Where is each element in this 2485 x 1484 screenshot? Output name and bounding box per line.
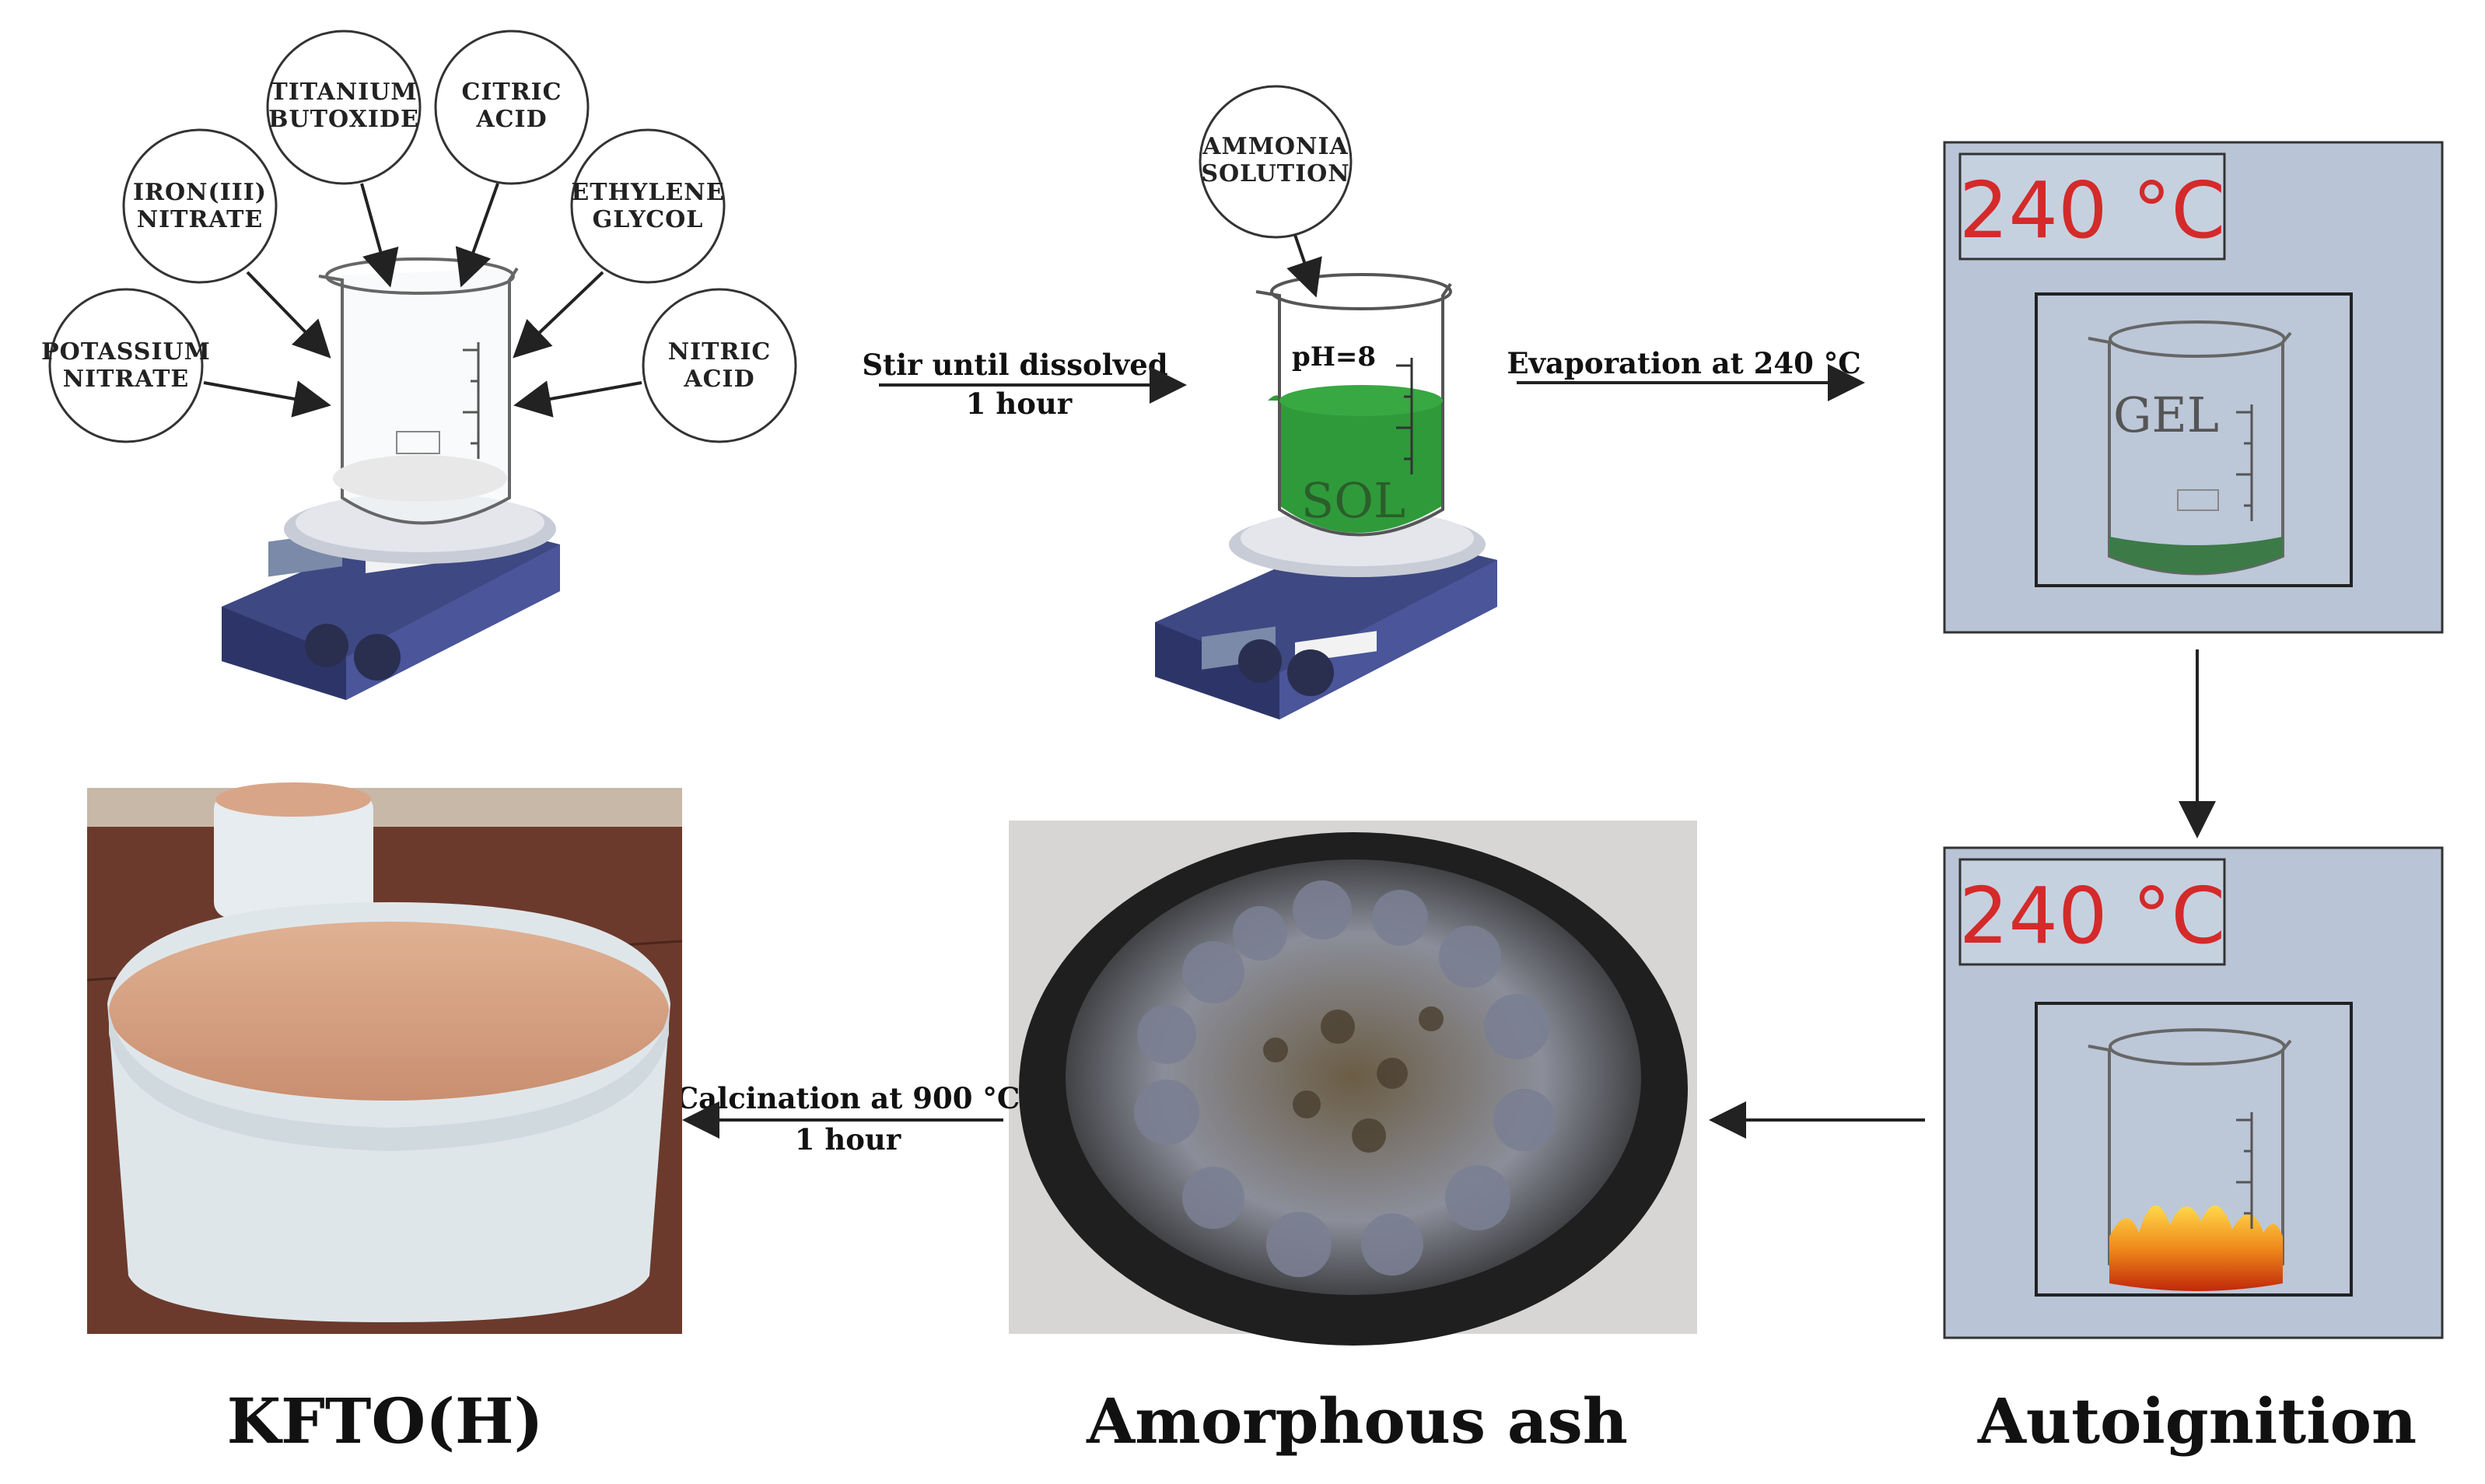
svg-text:1 hour: 1 hour (966, 387, 1073, 421)
svg-text:Calcination at 900 °C: Calcination at 900 °C (676, 1081, 1020, 1115)
svg-text:ETHYLENE: ETHYLENE (571, 179, 724, 206)
svg-text:NITRATE: NITRATE (63, 366, 190, 393)
reagent-arrows (203, 183, 642, 418)
flame (2109, 1205, 2283, 1291)
hotplate-stirrer-1 (222, 493, 560, 700)
oven-panel-gel: 240 °C GEL (1943, 141, 2444, 634)
step-stir: Stir until dissolved 1 hour (862, 348, 1187, 421)
svg-text:BUTOXIDE: BUTOXIDE (268, 106, 419, 133)
svg-text:SOLUTION: SOLUTION (1201, 160, 1349, 187)
step-calcination: Calcination at 900 °C 1 hour (676, 1081, 1020, 1157)
reagent-iron-nitrate: IRON(III) NITRATE (122, 128, 278, 284)
caption-autoignition: Autoignition (1977, 1384, 2417, 1458)
svg-text:SOL: SOL (1301, 472, 1405, 529)
svg-text:TITANIUM: TITANIUM (270, 79, 417, 106)
reagent-titanium-butoxide: TITANIUM BUTOXIDE (266, 30, 422, 185)
svg-text:ACID: ACID (475, 106, 547, 133)
step-evaporation: Evaporation at 240 °C (1507, 346, 1865, 401)
oven-panel-autoignition: 240 °C (1943, 846, 2444, 1339)
reagent-ammonia-solution: AMMONIA SOLUTION (1199, 85, 1353, 298)
svg-text:IRON(III): IRON(III) (133, 179, 267, 206)
svg-text:GEL: GEL (2113, 387, 2219, 443)
reagent-ethylene-glycol: ETHYLENE GLYCOL (570, 128, 726, 284)
svg-text:1 hour: 1 hour (795, 1122, 901, 1157)
svg-text:240 °C: 240 °C (1959, 870, 2225, 961)
svg-text:NITRATE: NITRATE (137, 206, 264, 233)
svg-text:GLYCOL: GLYCOL (593, 206, 704, 233)
hotplate-stirrer-2 (1155, 510, 1497, 719)
reagent-potassium-nitrate: POTASSIUM NITRATE (41, 288, 211, 443)
svg-text:NITRIC: NITRIC (668, 338, 772, 366)
caption-kfto: KFTO(H) (227, 1384, 544, 1458)
svg-text:CITRIC: CITRIC (461, 79, 562, 106)
beaker-sol: pH=8 SOL (1255, 273, 1452, 537)
svg-text:POTASSIUM: POTASSIUM (41, 338, 211, 366)
reagent-nitric-acid: NITRIC ACID (642, 288, 797, 443)
svg-text:Evaporation at 240 °C: Evaporation at 240 °C (1507, 346, 1860, 380)
svg-text:ACID: ACID (683, 366, 754, 393)
svg-text:240 °C: 240 °C (1959, 165, 2225, 256)
reagent-citric-acid: CITRIC ACID (434, 30, 590, 185)
beaker-1 (318, 257, 519, 525)
photo-amorphous-ash (1009, 821, 1697, 1346)
svg-text:Stir until dissolved: Stir until dissolved (862, 348, 1167, 382)
photo-kfto-powder (86, 782, 683, 1334)
caption-ash: Amorphous ash (1086, 1384, 1628, 1458)
svg-text:pH=8: pH=8 (1292, 341, 1376, 373)
svg-text:AMMONIA: AMMONIA (1202, 133, 1349, 160)
